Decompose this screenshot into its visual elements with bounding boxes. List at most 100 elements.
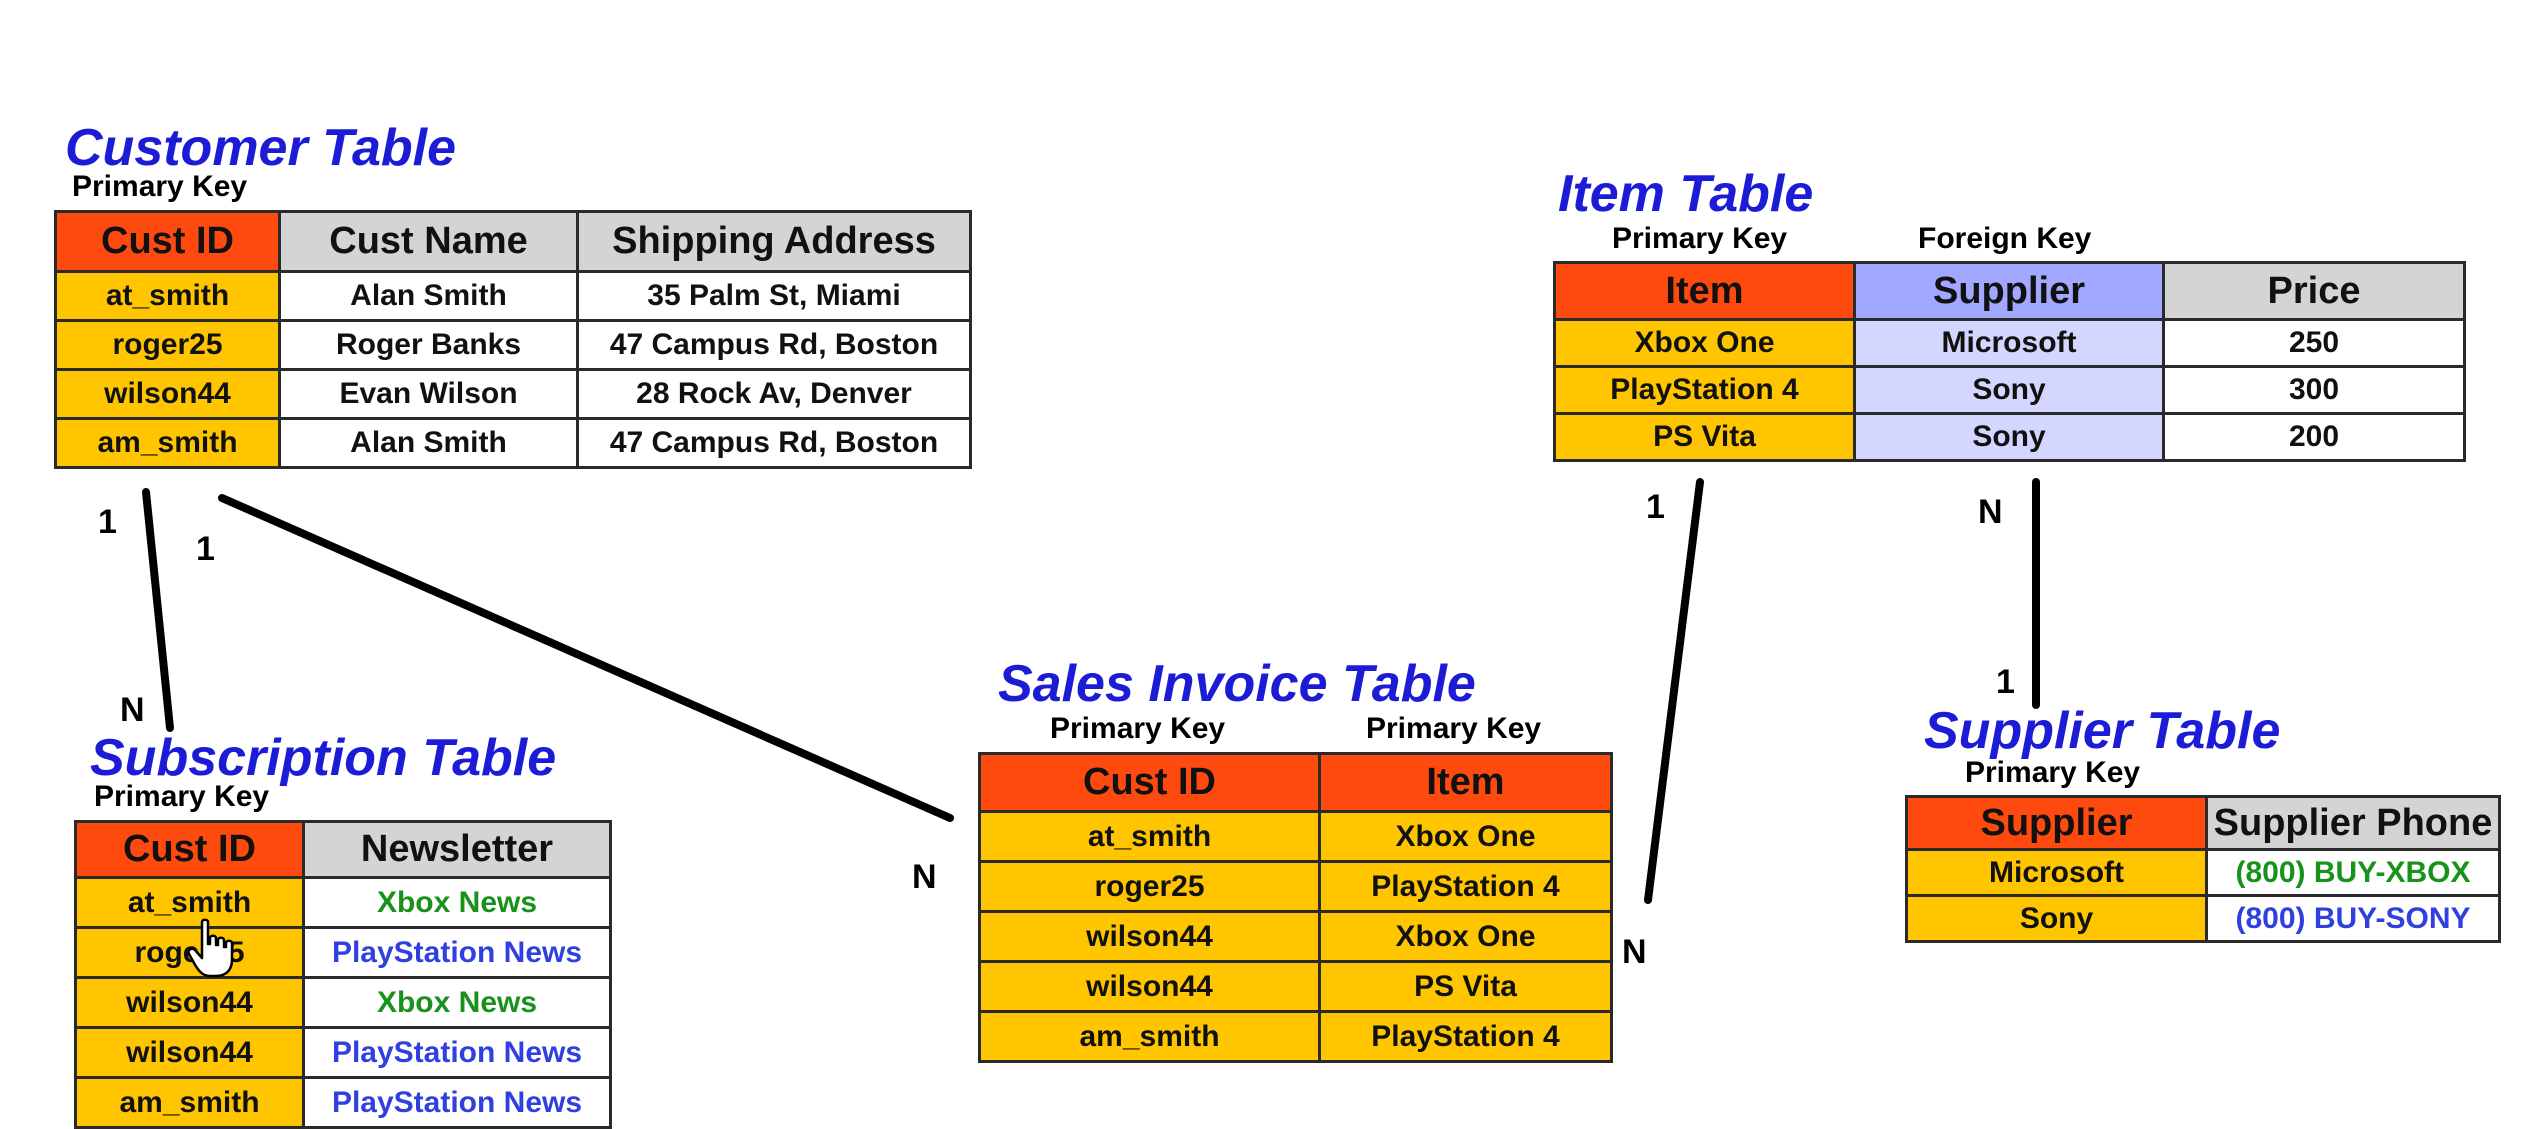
- cust-name-cell: Roger Banks: [278, 319, 579, 371]
- customer-primary-key-label: Primary Key: [72, 170, 248, 203]
- item-foreign-key-label: Foreign Key: [1918, 222, 2092, 255]
- newsletter-cell: PlayStation News: [302, 926, 612, 979]
- cust-id-cell: wilson44: [74, 976, 305, 1029]
- table-row: wilson44 PS Vita: [978, 960, 1613, 1013]
- newsletter-cell: Xbox News: [302, 876, 612, 929]
- cust-name-cell: Alan Smith: [278, 417, 579, 469]
- cust-name-cell: Alan Smith: [278, 270, 579, 322]
- customer-sales-line: [218, 494, 954, 822]
- cardinality-one-label: 1: [1646, 488, 1665, 526]
- column-header-supplier: Supplier: [1853, 261, 2165, 321]
- table-row: roger25 Roger Banks 47 Campus Rd, Boston: [54, 319, 972, 371]
- subscription-primary-key-label: Primary Key: [94, 780, 270, 813]
- cardinality-one-label: 1: [196, 530, 215, 568]
- price-cell: 300: [2162, 365, 2466, 415]
- table-row: wilson44 Evan Wilson 28 Rock Av, Denver: [54, 368, 972, 420]
- customer-table-title: Customer Table: [65, 119, 457, 177]
- cust-id-cell: am_smith: [978, 1010, 1321, 1063]
- column-header-item: Item: [1553, 261, 1856, 321]
- supplier-table: Supplier Supplier Phone Microsoft (800) …: [1905, 795, 2501, 943]
- table-row: Microsoft (800) BUY-XBOX: [1905, 848, 2501, 897]
- table-row: roger25 PlayStation 4: [978, 860, 1613, 913]
- cust-id-cell: at_smith: [74, 876, 305, 929]
- cust-id-cell: roger25: [978, 860, 1321, 913]
- customer-subscription-line: [142, 488, 174, 732]
- table-row: am_smith PlayStation News: [74, 1076, 612, 1129]
- sales-primary-key-label: Primary Key: [1366, 712, 1542, 745]
- item-cell: PlayStation 4: [1553, 365, 1856, 415]
- newsletter-cell: PlayStation News: [302, 1076, 612, 1129]
- cust-id-cell: roger25: [54, 319, 281, 371]
- item-cell: PlayStation 4: [1318, 860, 1613, 913]
- table-row: at_smith Xbox News: [74, 876, 612, 929]
- sales-primary-key-label: Primary Key: [1050, 712, 1226, 745]
- supplier-table-title: Supplier Table: [1924, 702, 2281, 760]
- cardinality-many-label: N: [120, 691, 145, 729]
- price-cell: 200: [2162, 412, 2466, 462]
- cust-id-cell: wilson44: [74, 1026, 305, 1079]
- item-cell: Xbox One: [1553, 318, 1856, 368]
- supplier-phone-cell: (800) BUY-XBOX: [2205, 848, 2501, 897]
- column-header-cust-id: Cust ID: [54, 210, 281, 273]
- shipping-address-cell: 47 Campus Rd, Boston: [576, 417, 972, 469]
- shipping-address-cell: 28 Rock Av, Denver: [576, 368, 972, 420]
- cust-id-cell: wilson44: [978, 960, 1321, 1013]
- cardinality-one-label: 1: [1996, 663, 2015, 701]
- item-cell: PS Vita: [1318, 960, 1613, 1013]
- table-row: Xbox One Microsoft 250: [1553, 318, 2466, 368]
- shipping-address-cell: 47 Campus Rd, Boston: [576, 319, 972, 371]
- hand-pointer-icon: [188, 918, 234, 978]
- table-row: PlayStation 4 Sony 300: [1553, 365, 2466, 415]
- table-row: at_smith Xbox One: [978, 810, 1613, 863]
- table-row: am_smith Alan Smith 47 Campus Rd, Boston: [54, 417, 972, 469]
- customer-table: Cust ID Cust Name Shipping Address at_sm…: [54, 210, 972, 469]
- column-header-price: Price: [2162, 261, 2466, 321]
- supplier-cell: Sony: [1853, 412, 2165, 462]
- cust-name-cell: Evan Wilson: [278, 368, 579, 420]
- item-cell: Xbox One: [1318, 810, 1613, 863]
- price-cell: 250: [2162, 318, 2466, 368]
- column-header-shipping-address: Shipping Address: [576, 210, 972, 273]
- cust-id-cell: at_smith: [54, 270, 281, 322]
- item-primary-key-label: Primary Key: [1612, 222, 1788, 255]
- item-cell: PlayStation 4: [1318, 1010, 1613, 1063]
- table-row: PS Vita Sony 200: [1553, 412, 2466, 462]
- table-row: wilson44 Xbox News: [74, 976, 612, 1029]
- column-header-item: Item: [1318, 752, 1613, 813]
- cust-id-cell: am_smith: [54, 417, 281, 469]
- supplier-phone-cell: (800) BUY-SONY: [2205, 894, 2501, 943]
- column-header-cust-id: Cust ID: [978, 752, 1321, 813]
- item-table-title: Item Table: [1558, 165, 1814, 223]
- column-header-newsletter: Newsletter: [302, 820, 612, 879]
- cust-id-cell: at_smith: [978, 810, 1321, 863]
- subscription-table: Cust ID Newsletter at_smith Xbox News ro…: [74, 820, 612, 1129]
- newsletter-cell: PlayStation News: [302, 1026, 612, 1079]
- supplier-cell: Microsoft: [1905, 848, 2208, 897]
- column-header-cust-id: Cust ID: [74, 820, 305, 879]
- column-header-supplier-phone: Supplier Phone: [2205, 795, 2501, 851]
- supplier-cell: Sony: [1853, 365, 2165, 415]
- table-row: at_smith Alan Smith 35 Palm St, Miami: [54, 270, 972, 322]
- table-row: wilson44 PlayStation News: [74, 1026, 612, 1079]
- supplier-cell: Microsoft: [1853, 318, 2165, 368]
- table-row: am_smith PlayStation 4: [978, 1010, 1613, 1063]
- newsletter-cell: Xbox News: [302, 976, 612, 1029]
- cardinality-many-label: N: [1978, 493, 2003, 531]
- column-header-cust-name: Cust Name: [278, 210, 579, 273]
- supplier-primary-key-label: Primary Key: [1965, 756, 2141, 789]
- item-cell: PS Vita: [1553, 412, 1856, 462]
- cardinality-one-label: 1: [98, 503, 117, 541]
- item-table: Item Supplier Price Xbox One Microsoft 2…: [1553, 261, 2466, 462]
- item-sales-line: [1644, 478, 1704, 904]
- item-cell: Xbox One: [1318, 910, 1613, 963]
- sales-invoice-table: Cust ID Item at_smith Xbox One roger25 P…: [978, 752, 1613, 1063]
- column-header-supplier: Supplier: [1905, 795, 2208, 851]
- subscription-table-title: Subscription Table: [90, 729, 557, 787]
- cust-id-cell: am_smith: [74, 1076, 305, 1129]
- cardinality-many-label: N: [1622, 933, 1647, 971]
- supplier-cell: Sony: [1905, 894, 2208, 943]
- table-row: Sony (800) BUY-SONY: [1905, 894, 2501, 943]
- cust-id-cell: wilson44: [54, 368, 281, 420]
- table-row: wilson44 Xbox One: [978, 910, 1613, 963]
